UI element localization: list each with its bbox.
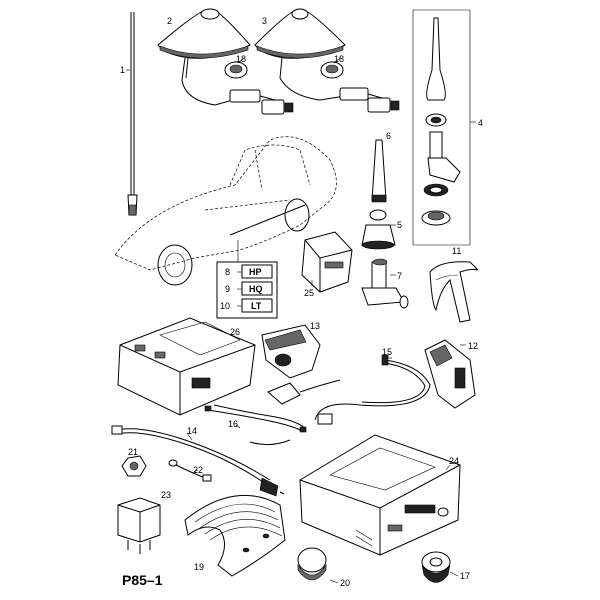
variant-code-hp: HP [249,267,262,277]
part-18-grommet-a [224,61,248,79]
callout-7: 7 [397,271,402,281]
part-25-module [301,231,353,293]
callout-11: 11 [452,246,461,256]
part-26-control-unit [117,317,256,416]
part-24-radio-unit [299,434,461,556]
variant-table [216,261,278,319]
part-21-nut [121,455,147,477]
variant-table-text: 8 HP 9 HQ 10 LT [220,267,263,311]
car-outline [114,136,337,286]
leader-lines [126,57,466,584]
part-4-exploded-antenna [412,9,476,246]
part-13-bracket [261,324,321,379]
callout-26: 26 [230,327,240,337]
part-18-grommet-b [320,61,344,79]
callout-14: 14 [187,426,197,436]
callout-24: 24 [449,456,459,466]
part-20-cap [297,547,327,581]
part-17-tape-roll [421,551,451,583]
part-23-relay [117,497,161,554]
part-2-antenna-base [157,8,294,115]
callout-3: 3 [262,16,267,26]
part-1-antenna-rod [127,12,138,216]
part-19-trim-panel [184,494,286,577]
variant-code-hq: HQ [249,284,263,294]
part-6-antenna-stub [371,139,387,203]
callout-6: 6 [386,131,391,141]
callout-18b: 18 [334,54,344,64]
part-15-cable [267,354,431,425]
part-5-adapter [361,209,396,250]
callout-17: 17 [460,571,470,581]
callout-19: 19 [194,562,204,572]
part-22-pin-lead [168,459,212,482]
part-12-holder [424,339,476,409]
callout-16: 16 [228,419,238,429]
callout-4: 4 [478,118,483,128]
diagram-code: P85–1 [122,572,163,588]
variant-code-lt: LT [251,301,262,311]
callout-1: 1 [120,65,125,75]
part-16-wire [204,404,307,446]
callout-15: 15 [382,347,392,357]
callout-5: 5 [397,220,402,230]
part-14-antenna-cable [111,425,285,497]
variant-num-9: 9 [225,284,230,294]
callout-22: 22 [193,465,203,475]
callout-23: 23 [161,490,171,500]
variant-num-10: 10 [220,301,230,311]
callout-25: 25 [304,288,314,298]
callout-2: 2 [167,16,172,26]
part-3-antenna-base [254,8,400,113]
callout-labels: 1 2 3 18 18 4 6 5 7 11 25 26 13 15 12 16… [120,16,483,588]
callout-12: 12 [468,341,478,351]
callout-18a: 18 [236,54,246,64]
callout-20: 20 [340,578,350,588]
part-11-strap [429,261,479,323]
part-7-connector [361,258,409,309]
variant-num-8: 8 [225,267,230,277]
callout-21: 21 [128,447,138,457]
callout-13: 13 [310,321,320,331]
